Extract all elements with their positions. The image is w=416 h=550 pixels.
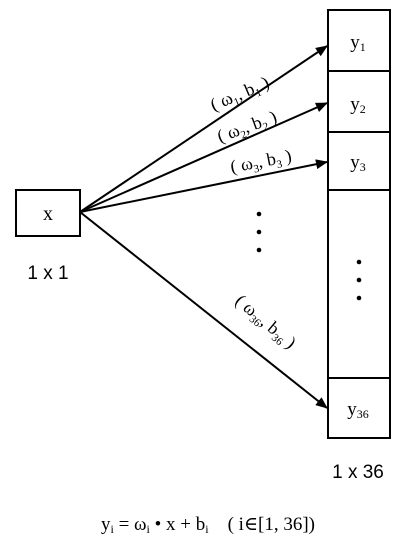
arrow-to-y3 [79,159,328,213]
output-cell-y3: y3 [350,152,366,174]
arrow-ellipsis-dot [256,229,262,235]
output-size-label: 1 x 36 [332,462,384,483]
output-cell-y2: y2 [350,94,366,116]
arrow-ellipsis-dot [256,247,262,253]
output-ellipsis-dot [356,277,362,283]
input-size-label: 1 x 1 [27,263,68,284]
arrow-ellipsis-dot [256,211,262,217]
output-ellipsis-dot [356,259,362,265]
output-vector-box [327,9,391,439]
output-ellipsis-dot [356,295,362,301]
input-node-box [15,189,81,237]
output-cell-y1: y1 [350,32,366,54]
weight-label-36: ( ω36, b36 ) [230,290,301,354]
input-node-label: x [43,203,53,225]
formula-text: yi = ωi • x + bi ( i∈[1, 36]) [101,514,315,536]
arrow-to-y2 [79,102,328,213]
arrow-to-y36 [79,211,328,409]
weight-label-2: ( ω2, b2 ) [214,106,280,149]
arrow-to-y1 [79,45,328,213]
output-cell-y36: y36 [347,399,369,421]
